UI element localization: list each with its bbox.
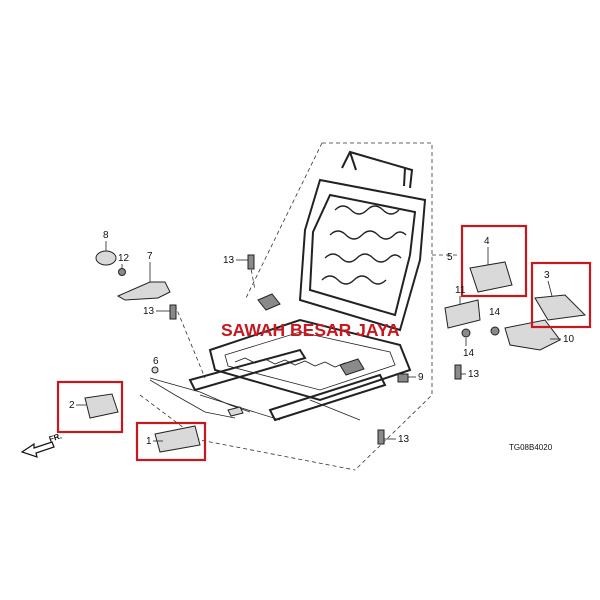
callout-label: 14 bbox=[463, 348, 475, 359]
part-11-bracket bbox=[444, 299, 481, 329]
highlight-box-part-2 bbox=[56, 380, 124, 434]
diagram-code: TG08B4020 bbox=[509, 443, 553, 452]
part-1-lever bbox=[154, 425, 201, 453]
callout-label: 10 bbox=[563, 334, 575, 345]
callout-1: 1 bbox=[146, 436, 163, 447]
part-8-cap bbox=[95, 250, 117, 266]
callout-label: 3 bbox=[544, 270, 550, 281]
front-label: FR. bbox=[48, 431, 63, 444]
callout-label: 13 bbox=[223, 255, 235, 266]
callout-14-a: 14 bbox=[489, 307, 501, 318]
callout-label: 13 bbox=[143, 306, 155, 317]
seat-back-frame bbox=[298, 150, 427, 332]
front-arrow-icon bbox=[20, 441, 55, 458]
cable-rod bbox=[149, 366, 251, 419]
callout-label: 6 bbox=[153, 356, 159, 367]
callout-11: 11 bbox=[455, 285, 466, 304]
callout-7: 7 bbox=[147, 251, 153, 282]
callout-6: 6 bbox=[153, 356, 159, 367]
watermark-text: SAWAH BESAR JAYA bbox=[221, 320, 400, 340]
callout-label: 8 bbox=[103, 230, 109, 241]
highlight-box-part-4 bbox=[460, 224, 528, 298]
callout-13-d: 13 bbox=[384, 434, 410, 445]
callout-14-b: 14 bbox=[463, 338, 475, 359]
part-7-handle bbox=[116, 281, 171, 301]
callout-label: 5 bbox=[447, 252, 453, 263]
callout-label: 7 bbox=[147, 251, 153, 262]
part-3-cover bbox=[534, 294, 587, 321]
callout-12: 12 bbox=[118, 253, 130, 268]
callout-2: 2 bbox=[69, 400, 86, 411]
callout-3: 3 bbox=[544, 270, 553, 297]
fasteners bbox=[118, 254, 500, 445]
callout-label: 13 bbox=[398, 434, 410, 445]
callout-label: 11 bbox=[455, 285, 466, 296]
part-4-cover bbox=[469, 261, 513, 293]
callout-label: 9 bbox=[418, 372, 424, 383]
callout-8: 8 bbox=[103, 230, 109, 251]
callout-4: 4 bbox=[484, 236, 490, 265]
callout-label: 1 bbox=[146, 436, 152, 447]
part-2-knob bbox=[84, 393, 119, 419]
callout-label: 4 bbox=[484, 236, 490, 247]
callout-label: 2 bbox=[69, 400, 75, 411]
highlight-box-part-1 bbox=[135, 421, 207, 462]
callout-13-c: 13 bbox=[461, 369, 480, 380]
callout-13-b: 13 bbox=[143, 306, 170, 317]
dashed-outline bbox=[139, 142, 460, 471]
seat-cushion-frame bbox=[188, 293, 412, 422]
callout-label: 13 bbox=[468, 369, 480, 380]
callout-label: 14 bbox=[489, 307, 501, 318]
callout-13-a: 13 bbox=[223, 255, 248, 266]
callout-5: 5 bbox=[447, 252, 453, 263]
callout-9: 9 bbox=[408, 372, 424, 383]
highlight-box-part-3 bbox=[530, 261, 592, 329]
front-direction-indicator: FR. bbox=[20, 431, 63, 458]
callout-10: 10 bbox=[550, 334, 575, 345]
callout-label: 12 bbox=[118, 253, 130, 264]
